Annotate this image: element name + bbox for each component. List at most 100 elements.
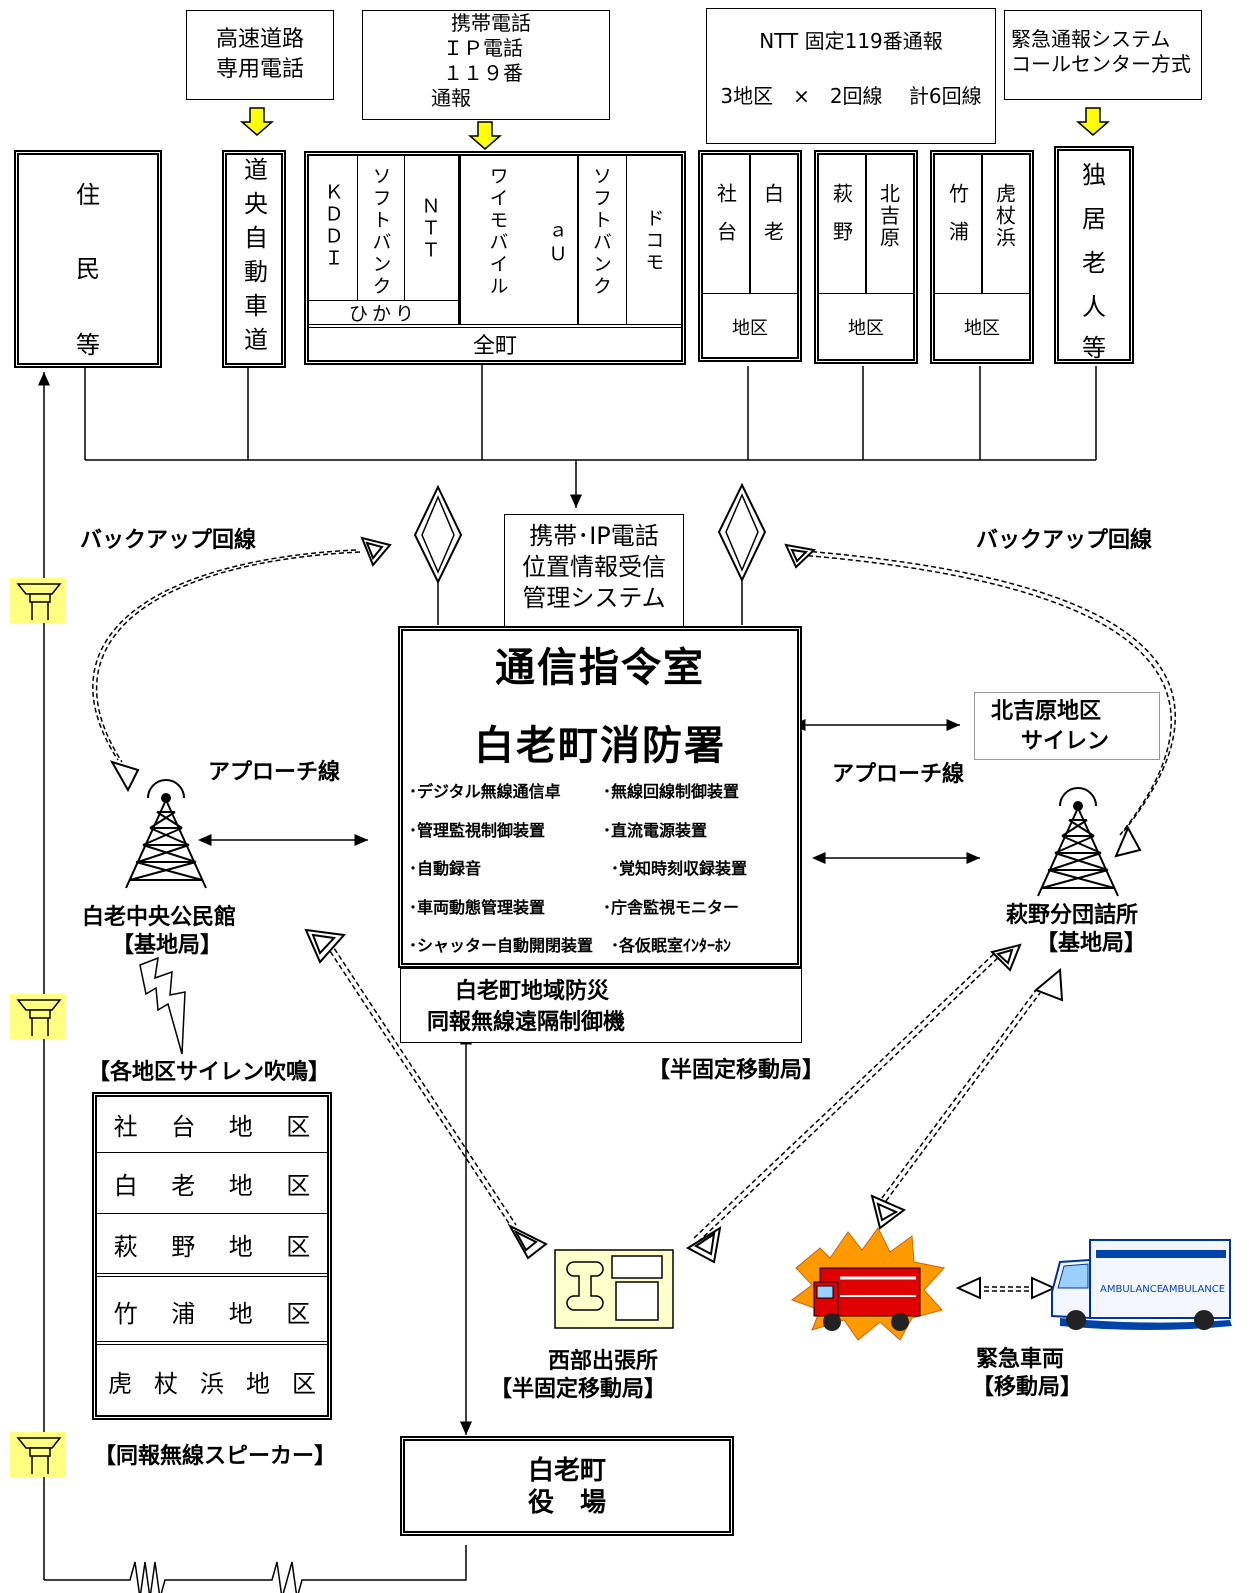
town-hall-box: 白老町 役 場 (400, 1436, 734, 1536)
district-label-2: 地区 (819, 293, 913, 359)
backup-line-label-right: バックアップ回線 (976, 528, 1153, 553)
west-office-type: 【半固定移動局】 (490, 1377, 667, 1402)
backup-line-label-left: バックアップ回線 (80, 528, 257, 553)
elderly-box: 独 居 老 人 等 (1054, 146, 1134, 364)
elderly-char-4: 人 (1082, 293, 1106, 321)
hikari-label: ひかり (309, 300, 459, 325)
remote-control-line1: 白老町地域防災 (455, 979, 610, 1004)
district-shiraoi: 白老 (760, 183, 785, 259)
yellow-arrow-mobile (467, 121, 503, 150)
remote-control-line2: 同報無線遠隔制御機 (427, 1010, 626, 1035)
yellow-arrow-emergency (1075, 107, 1111, 136)
carrier-au: ａＵ (545, 222, 568, 266)
fire-station-name: 白老町消防署 (474, 723, 726, 769)
base-station-right: 萩野分団詰所 【基地局】 (1006, 902, 1146, 958)
lightning-icon (139, 956, 186, 1055)
district-box-hagino: 萩野 北吉原 地区 (814, 150, 918, 364)
carrier-docomo: ドコモ (642, 208, 665, 274)
siren-district-row: 白老地区 (97, 1154, 327, 1214)
equipment-list-right: ･無線回線制御装置 ･直流電源装置 ･覚知時刻収録装置 ･庁舎監視モニター ･各… (603, 773, 799, 966)
equipment-item: ･車両動態管理装置 (409, 897, 546, 917)
mobile-ip-119-box: 携帯電話 ＩＰ電話 １１９番 通報 (362, 10, 610, 120)
speaker-icon-3 (10, 1432, 66, 1477)
emergency-system-line1: 緊急通報システム (1011, 27, 1171, 51)
siren-district-row: 虎杖浜地区 (108, 1369, 316, 1398)
expressway-phone-line2: 専用電話 (215, 57, 304, 82)
siren-sounding-label: 【各地区サイレン吹鳴】 (88, 1060, 331, 1085)
district-box-shiraoi: 社台 白老 地区 (698, 150, 802, 362)
radio-tower-icon-left (125, 779, 207, 889)
elderly-char-1: 独 (1082, 161, 1106, 189)
broadcast-speaker-label: 【同報無線スピーカー】 (94, 1444, 337, 1469)
remote-control-box: 白老町地域防災 同報無線遠隔制御機 (400, 968, 802, 1043)
carrier-ymobile: ワイモバイル (486, 166, 509, 298)
siren-district-row: 萩野地区 (97, 1215, 327, 1277)
radio-tower-icon-right (1037, 787, 1119, 897)
district-hagino: 萩野 (829, 183, 854, 259)
approach-line-label-left: アプローチ線 (208, 760, 341, 785)
emergency-vehicles-label: 緊急車両 【移動局】 (972, 1346, 1082, 1402)
kitayoshiwara-siren-line2: サイレン (1021, 729, 1110, 754)
equipment-item: ･デジタル無線通信卓 (409, 782, 561, 801)
emergency-system-line2: コールセンター方式 (1011, 52, 1191, 76)
carrier-softbank: ソフトバンク (590, 166, 612, 298)
expressway-box: 道央自動車道 (222, 150, 286, 368)
svg-text:AMBULANCE: AMBULANCE (1100, 1284, 1163, 1295)
siren-district-list: 社台地区 白老地区 萩野地区 竹浦地区 虎杖浜地区 (92, 1092, 332, 1420)
wired-carriers: ＫＤＤＩ ソフトバンク ＮＴＴ (309, 156, 459, 300)
command-room-title: 通信指令室 (495, 645, 705, 691)
residents-char-3: 等 (76, 331, 100, 359)
siren-district-row: 竹浦地区 (97, 1281, 327, 1345)
location-system-line3: 管理システム (522, 584, 666, 612)
ntt-fixed-119-box: NTT 固定119番通報 3地区 × 2回線 計6回線 (706, 8, 996, 144)
equipment-item: ･管理監視制御装置 (409, 820, 546, 840)
equipment-item: ･直流電源装置 (603, 820, 708, 840)
district-kitayoshiwara: 北吉原 (876, 183, 901, 249)
approach-line-label-right: アプローチ線 (832, 762, 965, 787)
carrier-ntt: ＮＴＴ (418, 196, 441, 262)
carrier-kddi: ＫＤＤＩ (321, 182, 344, 270)
svg-text:AMBULANCE: AMBULANCE (1162, 1284, 1225, 1295)
command-room-box: 通信指令室 白老町消防署 ･デジタル無線通信卓 ･管理監視制御装置 ･自動録音 … (398, 626, 802, 968)
fire-truck-icon (790, 1227, 945, 1341)
expressway-label: 道央自動車道 (239, 157, 268, 361)
equipment-item: ･無線回線制御装置 (603, 782, 740, 801)
equipment-item: ･庁舎監視モニター (603, 897, 740, 917)
mobile-ip-line1: 携帯電話 (451, 11, 531, 35)
residents-char-1: 住 (76, 181, 100, 209)
district-label-1: 地区 (703, 293, 797, 359)
base-station-right-type: 【基地局】 (1036, 931, 1147, 956)
district-label-3: 地区 (935, 293, 1029, 359)
ntt-fixed-line2: 3地区 × 2回線 計6回線 (720, 84, 982, 108)
base-station-left-type: 【基地局】 (112, 933, 223, 958)
emergency-call-system-box: 緊急通報システム コールセンター方式 (1004, 10, 1202, 100)
residents-box: 住 民 等 (14, 150, 162, 368)
residents-char-2: 民 (76, 255, 100, 283)
tower-icons (125, 779, 1119, 1055)
district-takeura: 竹浦 (945, 183, 970, 259)
speaker-icons (10, 578, 66, 1477)
elderly-char-2: 居 (1082, 205, 1106, 233)
west-office-name: 西部出張所 (548, 1349, 659, 1374)
equipment-item: ･自動録音 (409, 859, 482, 878)
district-kojohama: 虎杖浜 (992, 183, 1017, 249)
yellow-arrows (239, 107, 1111, 150)
equipment-item: ･シャッター自動開閉装置 (409, 936, 594, 955)
siren-district-row: 社台地区 (97, 1097, 327, 1153)
mobile-ip-line2: ＩＰ電話 (443, 36, 523, 60)
carriers-box: ＫＤＤＩ ソフトバンク ＮＴＴ ひかり ワイモバイル ａＵ ソフトバンク ドコモ… (304, 151, 686, 365)
west-office-label: 西部出張所 【半固定移動局】 (490, 1348, 666, 1404)
district-box-takeura: 竹浦 虎杖浜 地区 (930, 150, 1034, 364)
elderly-char-5: 等 (1082, 334, 1106, 362)
town-hall-line2: 役 場 (527, 1488, 606, 1518)
kitayoshiwara-siren-line1: 北吉原地区 (991, 699, 1102, 724)
mobile-ip-line4: 通報 (431, 86, 471, 110)
zencho-label: 全町 (309, 324, 681, 360)
location-management-system: 携帯･IP電話 位置情報受信 管理システム (504, 514, 684, 626)
equipment-item: ･覚知時刻収録装置 (611, 859, 748, 878)
expressway-phone-box: 高速道路 専用電話 (186, 10, 334, 100)
carrier-softbank-hikari: ソフトバンク (369, 166, 392, 298)
speaker-icon-1 (10, 578, 66, 623)
base-station-right-name: 萩野分団詰所 (1006, 903, 1139, 928)
town-hall-line1: 白老町 (527, 1456, 606, 1486)
